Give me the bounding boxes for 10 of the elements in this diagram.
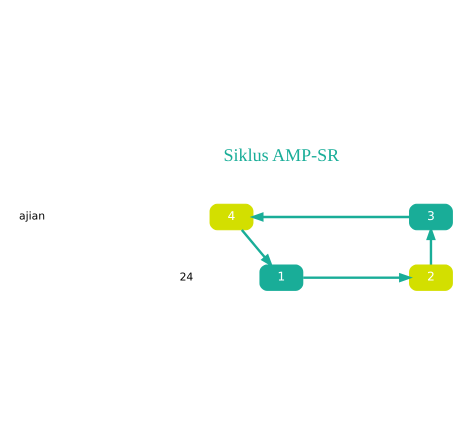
arrow [250, 212, 410, 222]
label: 24 [180, 270, 194, 283]
node-box: 1 [259, 264, 304, 290]
node-box: 2 [409, 264, 453, 290]
node-box: 3 [409, 203, 453, 230]
arrow [303, 272, 413, 282]
arrow [240, 228, 274, 267]
node-text: Siklus AMP-SR [224, 144, 340, 164]
label: ajian [19, 209, 46, 222]
node-box: 4 [210, 203, 254, 230]
